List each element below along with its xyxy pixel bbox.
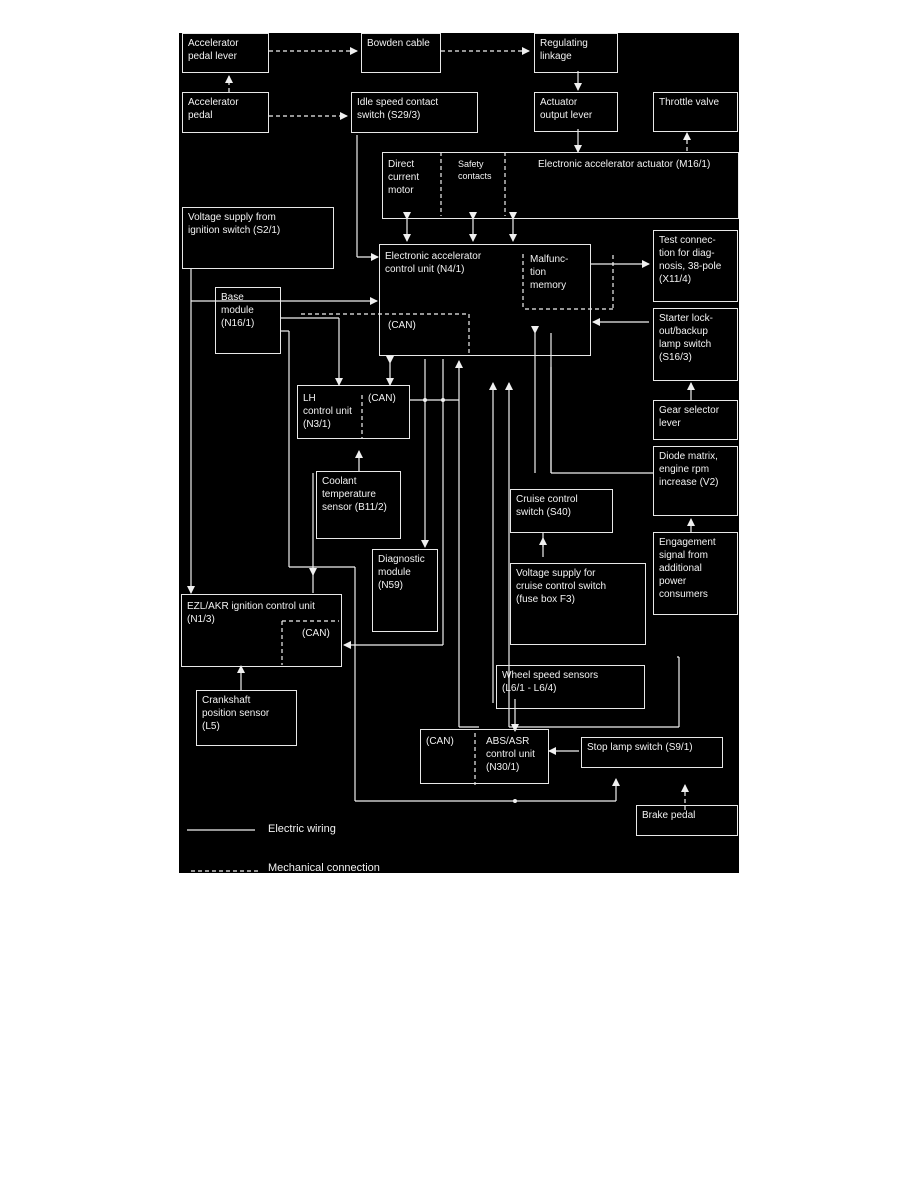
actuator-direct-motor-label: Direct current motor xyxy=(388,159,420,196)
accelerator-pedal-lever-label: Accelerator pedal lever xyxy=(188,38,239,62)
crankshaft-position-sensor-label: Crankshaft position sensor (L5) xyxy=(202,695,270,732)
throttle-valve-box: Throttle valve xyxy=(653,92,738,132)
base-module-label: Base module (N16/1) xyxy=(221,292,255,329)
starter-lockout-switch-label: Starter lock- out/backup lamp switch (S1… xyxy=(659,313,713,363)
coolant-temperature-sensor-box: Coolant temperature sensor (B11/2) xyxy=(316,471,401,539)
regulating-linkage-box: Regulating linkage xyxy=(534,33,618,73)
regulating-linkage-label: Regulating linkage xyxy=(540,38,588,62)
voltage-supply-cruise-label: Voltage supply for cruise control switch… xyxy=(516,568,607,605)
wheel-speed-sensors-label: Wheel speed sensors (L6/1 - L6/4) xyxy=(502,670,599,694)
actuator-safety-contacts-label: Safety contacts xyxy=(458,159,492,181)
bowden-cable-label: Bowden cable xyxy=(367,38,430,49)
stop-lamp-switch-box: Stop lamp switch (S9/1) xyxy=(581,737,723,768)
block-diagram: Accelerator pedal lever Bowden cable Reg… xyxy=(179,33,739,874)
connection-lines xyxy=(187,47,695,872)
actuator-output-lever-box: Actuator output lever xyxy=(534,92,618,132)
electronic-accelerator-control-unit-box: Electronic accelerator control unit (N4/… xyxy=(379,244,591,356)
voltage-supply-cruise-box: Voltage supply for cruise control switch… xyxy=(510,563,646,645)
abs-asr-control-unit-label: ABS/ASR control unit (N30/1) xyxy=(486,736,535,773)
diode-matrix-box: Diode matrix, engine rpm increase (V2) xyxy=(653,446,738,516)
ecu-malfunction-memory-label: Malfunc- tion memory xyxy=(530,254,569,291)
lh-control-unit-box: LH control unit (N3/1) (CAN) xyxy=(297,385,410,439)
coolant-temperature-sensor-label: Coolant temperature sensor (B11/2) xyxy=(322,476,387,513)
throttle-valve-label: Throttle valve xyxy=(659,97,720,108)
lh-control-unit-label: LH control unit (N3/1) xyxy=(303,393,352,430)
bowden-cable-box: Bowden cable xyxy=(361,33,441,73)
ecu-title-label: Electronic accelerator control unit (N4/… xyxy=(385,251,482,275)
test-connection-label: Test connec- tion for diag- nosis, 38-po… xyxy=(659,235,722,285)
accelerator-pedal-label: Accelerator pedal xyxy=(188,97,239,121)
ezl-can-label: (CAN) xyxy=(302,628,330,639)
engagement-signal-box: Engagement signal from additional power … xyxy=(653,532,738,615)
cruise-control-switch-label: Cruise control switch (S40) xyxy=(516,494,578,518)
lh-can-label: (CAN) xyxy=(368,393,396,404)
test-connection-box: Test connec- tion for diag- nosis, 38-po… xyxy=(653,230,738,302)
base-module-box: Base module (N16/1) xyxy=(215,287,281,354)
gear-selector-lever-label: Gear selector lever xyxy=(659,405,720,429)
legend-electric-label: Electric wiring xyxy=(268,823,336,835)
abs-asr-control-unit-box: (CAN) ABS/ASR control unit (N30/1) xyxy=(420,729,549,784)
accelerator-pedal-lever-box: Accelerator pedal lever xyxy=(182,33,269,73)
actuator-title-label: Electronic accelerator actuator (M16/1) xyxy=(538,159,711,170)
electronic-accelerator-actuator-box: Direct current motor Safety contacts Ele… xyxy=(382,152,739,219)
diode-matrix-label: Diode matrix, engine rpm increase (V2) xyxy=(659,451,719,488)
crankshaft-position-sensor-box: Crankshaft position sensor (L5) xyxy=(196,690,297,746)
wheel-speed-sensors-box: Wheel speed sensors (L6/1 - L6/4) xyxy=(496,665,645,709)
actuator-output-lever-label: Actuator output lever xyxy=(540,97,593,121)
idle-speed-switch-label: Idle speed contact switch (S29/3) xyxy=(357,97,439,121)
stop-lamp-switch-label: Stop lamp switch (S9/1) xyxy=(587,742,693,753)
ecu-can-label: (CAN) xyxy=(388,320,416,331)
brake-pedal-label: Brake pedal xyxy=(642,810,696,821)
brake-pedal-box: Brake pedal xyxy=(636,805,738,836)
diagnostic-module-box: Diagnostic module (N59) xyxy=(372,549,438,632)
ezl-akr-ignition-control-unit-box: EZL/AKR ignition control unit (N1/3) (CA… xyxy=(181,594,342,667)
legend-mechanical-label: Mechanical connection xyxy=(268,862,380,874)
accelerator-pedal-box: Accelerator pedal xyxy=(182,92,269,133)
voltage-supply-ignition-box: Voltage supply from ignition switch (S2/… xyxy=(182,207,334,269)
voltage-supply-ignition-label: Voltage supply from ignition switch (S2/… xyxy=(188,212,281,236)
ezl-title-label: EZL/AKR ignition control unit (N1/3) xyxy=(187,601,315,625)
idle-speed-switch-box: Idle speed contact switch (S29/3) xyxy=(351,92,478,133)
diagnostic-module-label: Diagnostic module (N59) xyxy=(378,554,425,591)
cruise-control-switch-box: Cruise control switch (S40) xyxy=(510,489,613,533)
engagement-signal-label: Engagement signal from additional power … xyxy=(659,537,716,600)
abs-can-label: (CAN) xyxy=(426,736,454,747)
starter-lockout-switch-box: Starter lock- out/backup lamp switch (S1… xyxy=(653,308,738,381)
gear-selector-lever-box: Gear selector lever xyxy=(653,400,738,440)
